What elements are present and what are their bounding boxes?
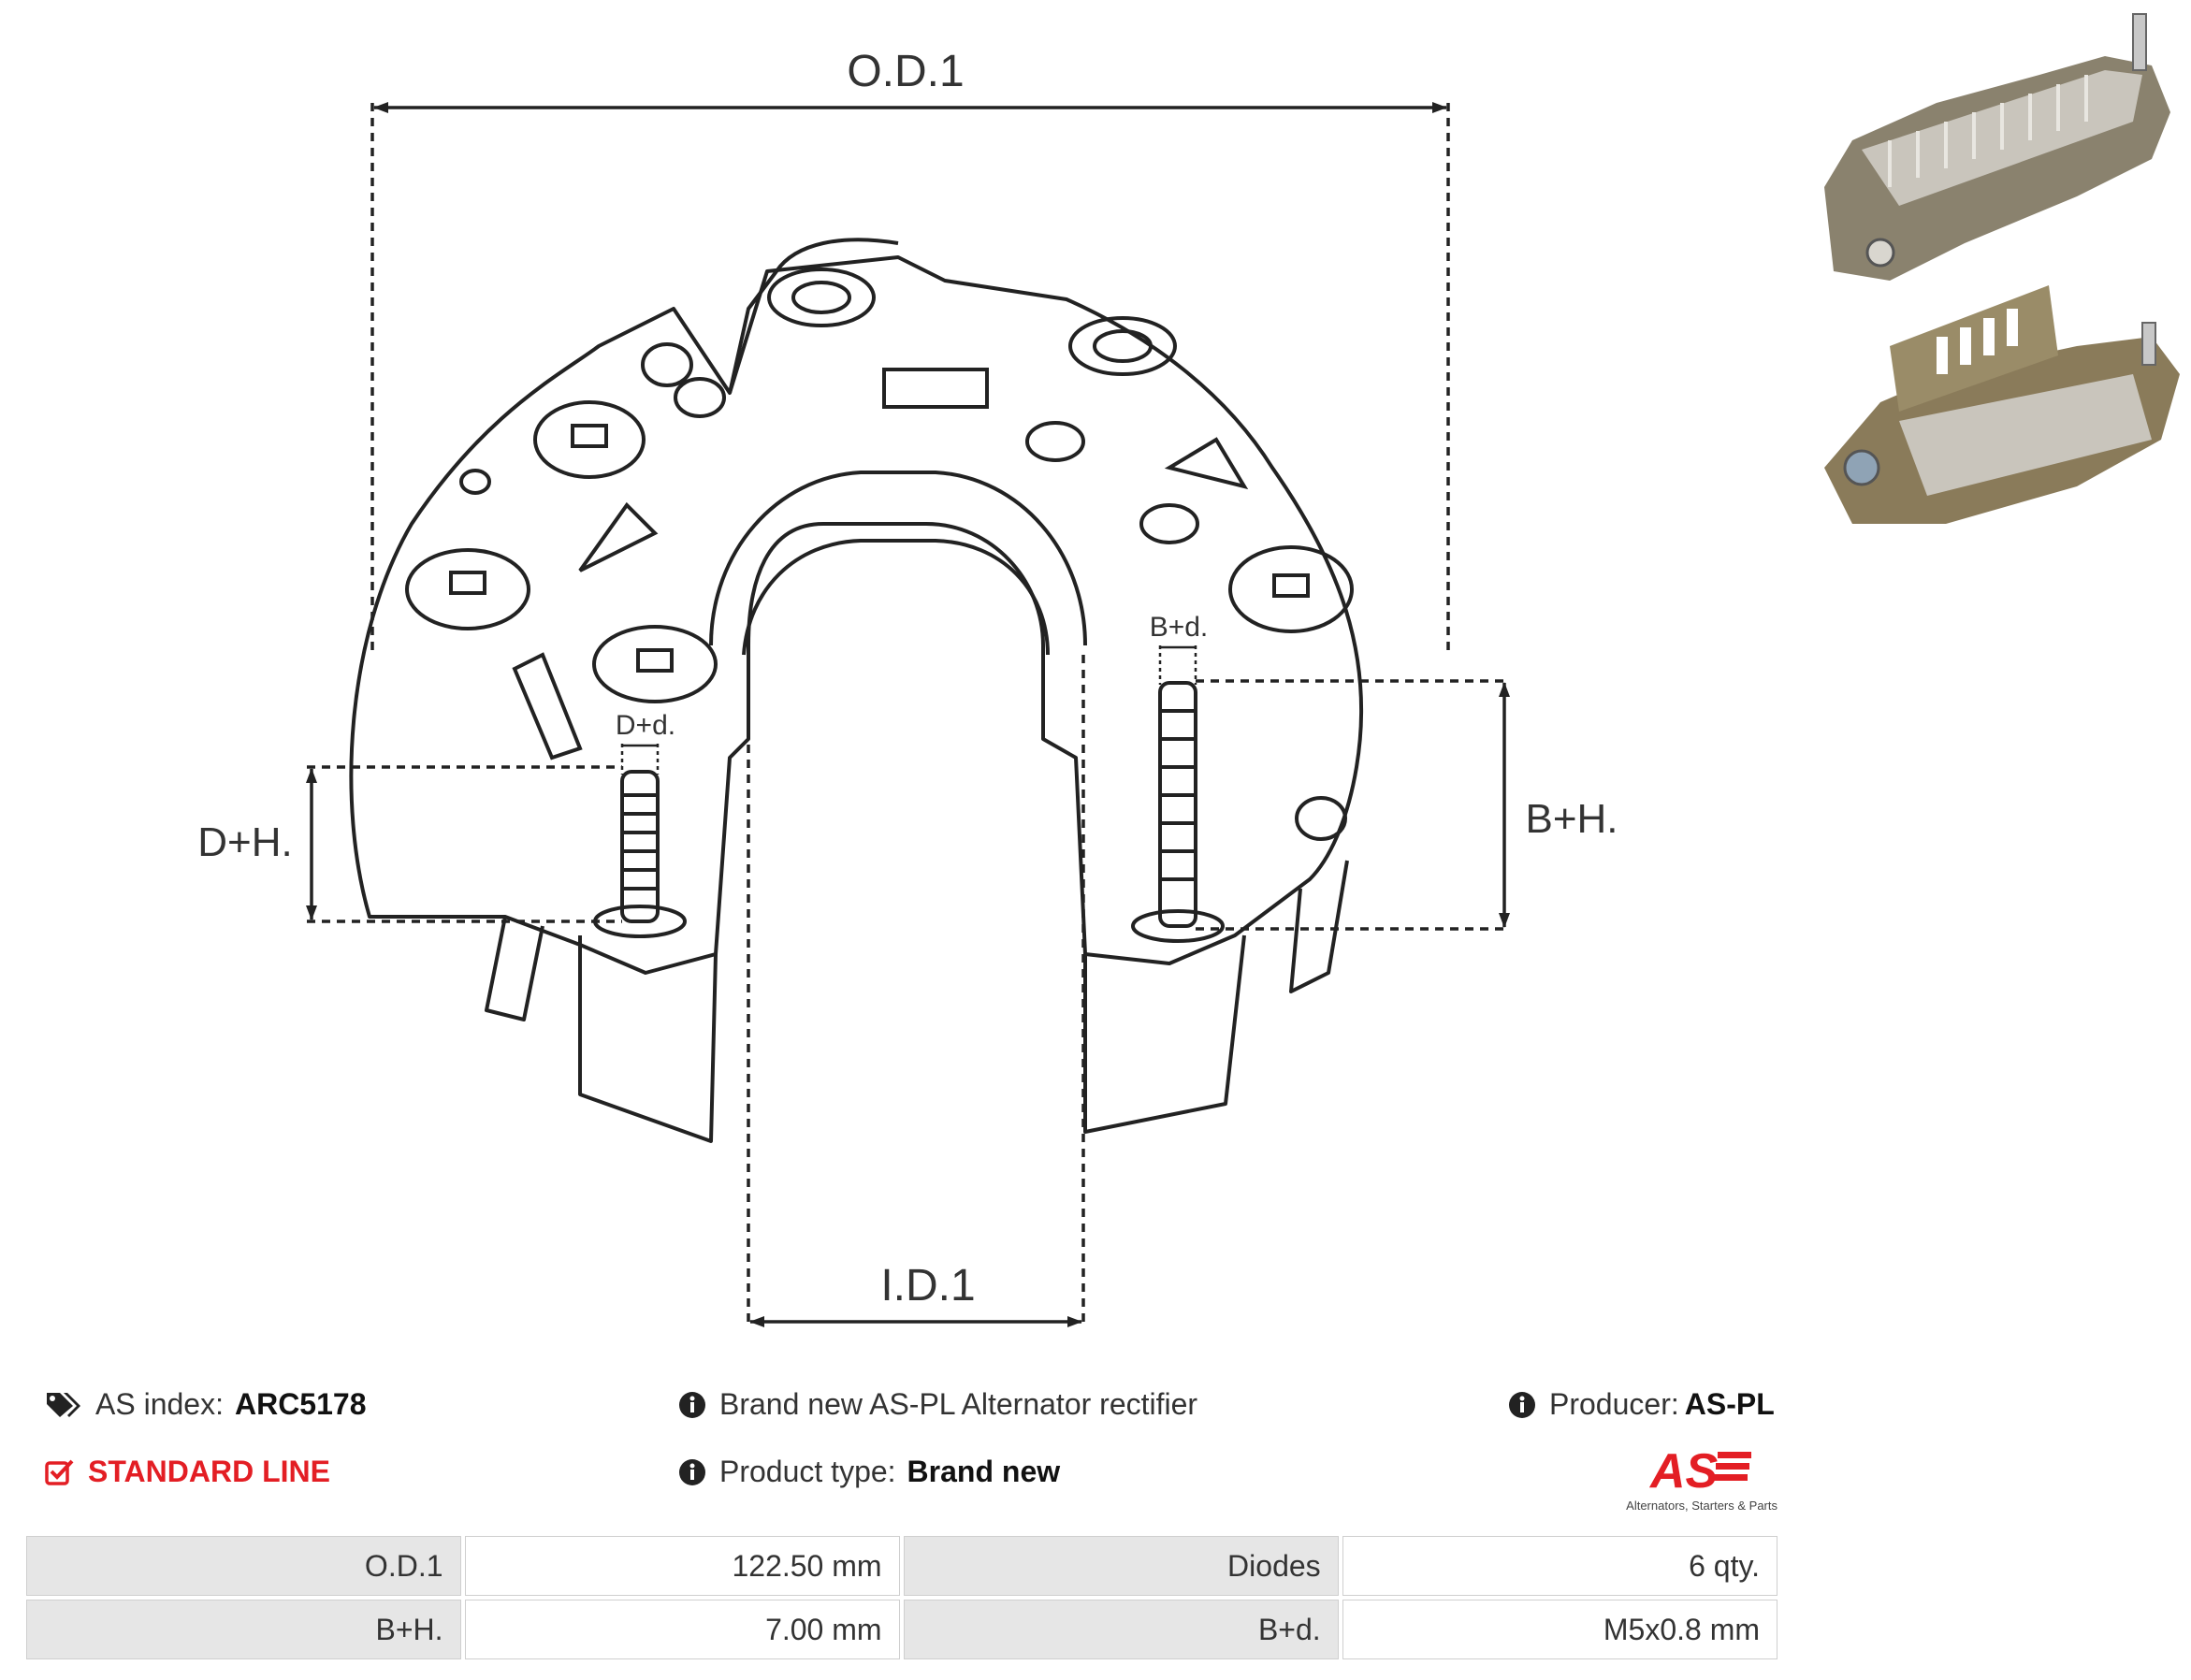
bd-label: B+d. <box>1150 612 1209 643</box>
table-row: B+H. 7.00 mm B+d. M5x0.8 mm <box>26 1600 1777 1659</box>
product-photo-bottom <box>1824 285 2180 524</box>
description-row: Brand new AS-PL Alternator rectifier <box>678 1387 1197 1422</box>
checked-box-icon <box>45 1459 74 1485</box>
as-index-row: AS index: ARC5178 <box>45 1387 366 1422</box>
dimension-lines <box>306 102 1510 1328</box>
spec-label: Diodes <box>903 1536 1339 1596</box>
standard-line-row: STANDARD LINE <box>45 1455 330 1489</box>
description-text: Brand new AS-PL Alternator rectifier <box>719 1387 1198 1421</box>
product-type-row: Product type: Brand new <box>678 1455 1060 1489</box>
producer-label: Producer: <box>1549 1387 1679 1421</box>
table-row: O.D.1 122.50 mm Diodes 6 qty. <box>26 1536 1777 1596</box>
stud-right <box>1131 681 1225 943</box>
spec-value: 122.50 mm <box>464 1536 900 1596</box>
rectifier-technical-drawing: O.D.1 I.D.1 D+H. B+H. D+d. B+d. <box>197 47 1618 1328</box>
tags-icon <box>47 1392 80 1417</box>
rectifier-outline <box>349 238 1364 1143</box>
spec-label: O.D.1 <box>26 1536 461 1596</box>
rectifier-features <box>405 268 1354 841</box>
info-icon <box>1509 1391 1535 1418</box>
producer-value: AS-PL <box>1684 1387 1775 1421</box>
spec-label: B+d. <box>903 1600 1339 1659</box>
od1-label: O.D.1 <box>847 47 964 96</box>
info-icon <box>679 1458 705 1485</box>
logo-text: AS <box>1648 1444 1719 1499</box>
product-photos <box>1824 13 2180 524</box>
as-index-label: AS index: <box>95 1387 224 1421</box>
specs-table: O.D.1 122.50 mm Diodes 6 qty. B+H. 7.00 … <box>22 1532 1781 1663</box>
spec-value: 6 qty. <box>1342 1536 1777 1596</box>
spec-value: 7.00 mm <box>464 1600 900 1659</box>
dd-label: D+d. <box>616 710 675 741</box>
id1-label: I.D.1 <box>880 1261 975 1311</box>
as-index-value: ARC5178 <box>234 1387 367 1421</box>
product-photo-top <box>1824 13 2170 281</box>
stud-left <box>593 770 687 938</box>
logo-tagline: Alternators, Starters & Parts <box>1626 1499 1777 1513</box>
standard-line-label: STANDARD LINE <box>88 1455 330 1488</box>
spec-value: M5x0.8 mm <box>1342 1600 1777 1659</box>
as-pl-logo: AS Alternators, Starters & Parts <box>1626 1444 1777 1513</box>
product-type-value: Brand new <box>907 1455 1061 1488</box>
producer-row: Producer: AS-PL <box>1508 1387 1775 1422</box>
dh-label: D+H. <box>197 819 292 865</box>
product-type-label: Product type: <box>719 1455 896 1488</box>
spec-label: B+H. <box>26 1600 461 1659</box>
bh-label: B+H. <box>1525 796 1618 842</box>
info-icon <box>679 1391 705 1418</box>
